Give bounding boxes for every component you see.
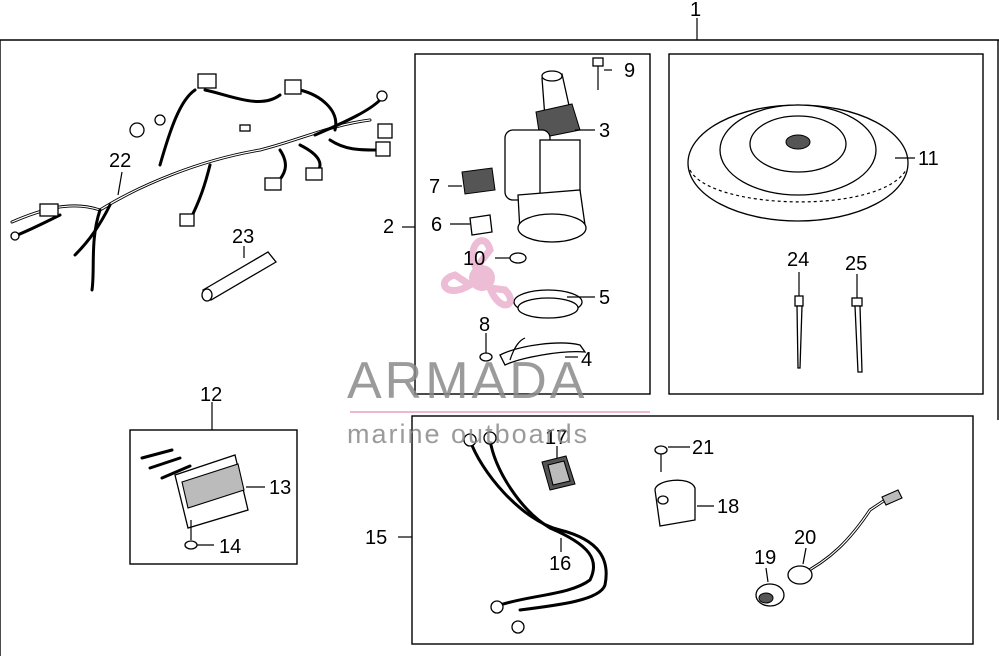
label-part-11: 11	[918, 148, 939, 170]
starter-motor	[504, 70, 587, 243]
label-part-20: 20	[794, 527, 816, 549]
label-part-19: 19	[754, 547, 776, 569]
label-part-25: 25	[845, 253, 867, 275]
terminal-icon	[376, 90, 388, 102]
bracket-4	[499, 337, 587, 366]
terminal-icon	[483, 431, 497, 445]
leader-line	[117, 171, 123, 196]
connector-icon	[39, 203, 59, 217]
wiring-harness	[10, 73, 393, 292]
terminal-icon	[511, 620, 525, 634]
connector-icon	[375, 141, 391, 157]
label-part-22: 22	[109, 150, 131, 172]
flywheel-group-frame	[668, 53, 984, 395]
label-part-7: 7	[429, 176, 440, 198]
propeller-logo-icon	[440, 237, 514, 309]
terminal-icon	[490, 600, 504, 614]
label-part-24: 24	[787, 249, 809, 271]
label-part-3: 3	[599, 120, 610, 142]
connector-icon	[377, 123, 393, 139]
label-part-6: 6	[431, 214, 442, 236]
label-part-5: 5	[599, 287, 610, 309]
label-part-8: 8	[479, 314, 490, 336]
connector-icon	[197, 73, 217, 89]
connector-icon	[284, 79, 302, 95]
solenoid-relay	[461, 167, 496, 236]
protective-tube	[201, 251, 277, 302]
terminal-icon	[239, 124, 251, 132]
connector-icon	[179, 213, 195, 227]
connector-icon	[305, 167, 323, 181]
leader-line	[802, 547, 807, 565]
terminal-icon	[154, 114, 166, 126]
label-part-21: 21	[692, 437, 714, 459]
rectifier-group-frame	[129, 429, 298, 565]
label-part-18: 18	[717, 496, 739, 518]
label-part-1: 1	[690, 0, 701, 21]
flywheel	[687, 104, 909, 222]
starter-group-frame	[414, 53, 651, 395]
bolt-14	[184, 520, 198, 550]
watermark-brand: ARMADA	[347, 352, 587, 410]
terminal-icon	[463, 433, 477, 447]
connector-icon	[264, 177, 282, 191]
label-part-16: 16	[549, 553, 571, 575]
battery-cable	[463, 431, 608, 634]
label-part-15: 15	[365, 527, 387, 549]
armada-watermark	[350, 237, 650, 413]
label-part-2: 2	[383, 216, 394, 238]
bolt-8	[479, 340, 493, 362]
cable-group-frame	[411, 415, 974, 645]
label-part-23: 23	[232, 226, 254, 248]
clamp-18	[654, 479, 696, 527]
label-part-12: 12	[200, 384, 222, 406]
label-part-4: 4	[581, 349, 592, 371]
label-part-10: 10	[463, 248, 485, 270]
label-part-13: 13	[269, 477, 291, 499]
grommet-icon	[129, 122, 145, 138]
grommet-17	[541, 455, 576, 491]
terminal-icon	[10, 231, 20, 241]
rectifier-regulator	[140, 448, 249, 529]
starter-band-5	[513, 289, 583, 319]
label-part-14: 14	[219, 536, 241, 558]
screw-21	[654, 445, 668, 472]
bolt-9	[592, 57, 604, 90]
leader-line	[765, 567, 769, 583]
cable-tie-24	[794, 295, 804, 369]
watermark-tagline: marine outboards	[347, 419, 589, 449]
main-frame	[0, 18, 999, 656]
label-part-9: 9	[624, 60, 635, 82]
switch-cable	[755, 489, 903, 607]
label-part-17: 17	[545, 427, 567, 449]
